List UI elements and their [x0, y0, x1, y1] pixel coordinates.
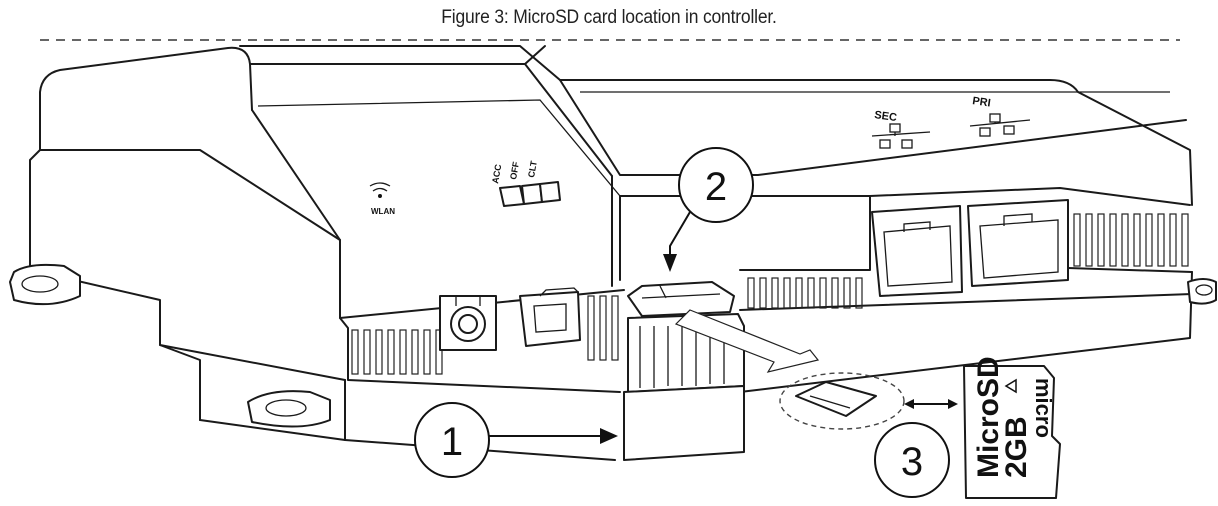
- vent-slot: [1133, 213, 1141, 267]
- removed-card-highlight: [779, 372, 905, 430]
- vent-slot: [831, 277, 839, 309]
- vent-slot: [855, 277, 863, 309]
- callout-1-number: 1: [441, 420, 463, 464]
- callout-1: 1: [414, 402, 618, 478]
- card-logo: micro: [1031, 378, 1056, 438]
- vent-slot: [611, 295, 619, 361]
- figure-caption: Figure 3: MicroSD card location in contr…: [441, 7, 777, 28]
- terminal-connector: [519, 287, 581, 347]
- microsd-slot: [627, 281, 735, 317]
- vent-slots: [351, 213, 1189, 375]
- vent-slot: [1169, 213, 1177, 267]
- card-capacity: 2GB: [1000, 416, 1033, 478]
- vent-slot: [423, 329, 431, 375]
- vent-slot: [1157, 213, 1165, 267]
- mounting-ear-right: [1187, 278, 1217, 305]
- vent-slot: [375, 329, 383, 375]
- card-removal-arrow: [674, 309, 820, 373]
- vent-slot: [587, 295, 595, 361]
- callout-3: 3: [874, 422, 950, 498]
- vent-slot: [771, 277, 779, 309]
- vent-slot: [783, 277, 791, 309]
- network-icon-sec: [871, 123, 931, 149]
- vent-slot: [759, 277, 767, 309]
- ethernet-port-pri: [967, 199, 1069, 287]
- led-label-clt: CLT: [526, 160, 539, 179]
- triangle-icon: [1004, 378, 1017, 394]
- vent-slot: [363, 329, 371, 375]
- vent-slot: [387, 329, 395, 375]
- wlan-icon: [369, 182, 391, 198]
- card-brand: MicroSD: [972, 356, 1005, 478]
- vent-slot: [1121, 213, 1129, 267]
- led-indicators: [499, 181, 561, 207]
- vent-slot: [1085, 213, 1093, 267]
- zoom-double-arrow: [904, 399, 958, 409]
- vent-slot: [795, 277, 803, 309]
- vent-slot: [411, 329, 419, 375]
- network-icon-pri: [969, 113, 1031, 137]
- vent-slot: [807, 277, 815, 309]
- port-label-sec: SEC: [874, 109, 898, 124]
- vent-slot: [1145, 213, 1153, 267]
- port-label-pri: PRI: [972, 95, 992, 109]
- antenna-connector: [439, 295, 497, 351]
- led-label-off: OFF: [508, 160, 521, 180]
- vent-slot: [1073, 213, 1081, 267]
- wlan-label: WLAN: [371, 207, 395, 216]
- microsd-card: MicroSD 2GB micro: [963, 356, 1061, 499]
- led-labels: ACC OFF CLT: [490, 160, 539, 185]
- callout-2-number: 2: [705, 165, 727, 209]
- vent-slot: [1181, 213, 1189, 267]
- vent-slot: [1097, 213, 1105, 267]
- controller-housing: [29, 45, 1193, 461]
- callout-2: 2: [663, 147, 754, 272]
- vent-slot: [747, 277, 755, 309]
- vent-slot: [819, 277, 827, 309]
- callout-3-number: 3: [901, 440, 923, 484]
- vent-slot: [599, 295, 607, 361]
- vent-slot: [1109, 213, 1117, 267]
- mounting-ear-left-bottom: [247, 390, 331, 428]
- vent-slot: [351, 329, 359, 375]
- led-label-acc: ACC: [490, 163, 503, 184]
- ethernet-port-sec: [871, 205, 963, 297]
- vent-slot: [399, 329, 407, 375]
- vent-slot: [843, 277, 851, 309]
- mounting-ear-left-top: [9, 263, 81, 306]
